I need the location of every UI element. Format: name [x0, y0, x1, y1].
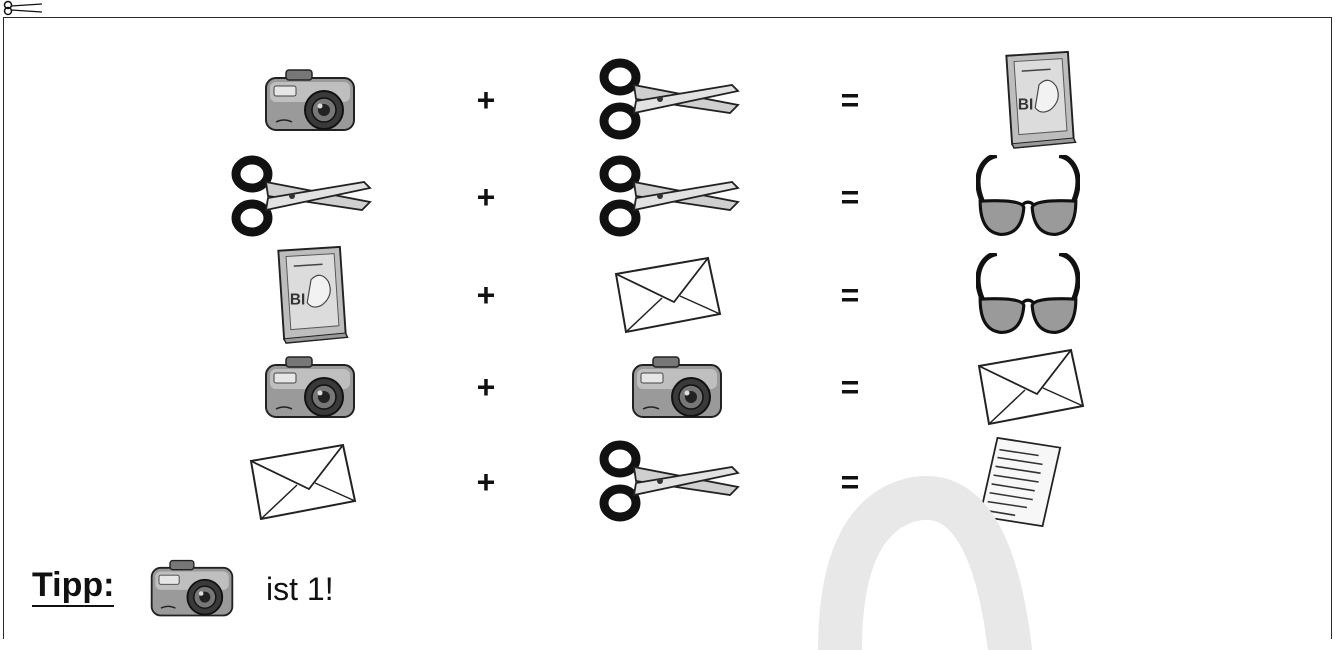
plus-sign: +: [466, 337, 506, 437]
equation-row-5: + =: [0, 432, 1335, 532]
tip-label: Tipp:: [32, 565, 114, 607]
tip-line: Tipp: ist 1!: [32, 555, 732, 625]
envelope-icon: [240, 432, 365, 532]
equals-sign: =: [830, 50, 870, 150]
equation-row-1: + =: [0, 50, 1335, 150]
scissors-icon: [590, 147, 750, 247]
scissors-icon: [222, 147, 382, 247]
book-icon: [262, 245, 362, 345]
equation-row-3: + =: [0, 245, 1335, 345]
camera-icon: [255, 50, 365, 150]
plus-sign: +: [466, 50, 506, 150]
envelope-icon: [968, 337, 1093, 437]
camera-icon: [144, 555, 240, 621]
equals-sign: =: [830, 432, 870, 532]
glasses-icon: [968, 245, 1088, 345]
plus-sign: +: [466, 147, 506, 247]
plus-sign: +: [466, 432, 506, 532]
camera-icon: [255, 337, 365, 437]
glasses-icon: [968, 147, 1088, 247]
equals-sign: =: [830, 245, 870, 345]
plus-sign: +: [466, 245, 506, 345]
equation-row-2: + =: [0, 147, 1335, 247]
tip-text: ist 1!: [266, 569, 334, 609]
book-icon: [990, 50, 1090, 150]
scissors-cut-icon: [2, 0, 46, 16]
equals-sign: =: [830, 147, 870, 247]
equation-row-4: + =: [0, 337, 1335, 437]
envelope-icon: [605, 245, 730, 345]
camera-icon: [622, 337, 732, 437]
equals-sign: =: [830, 337, 870, 437]
letter-icon: [970, 432, 1070, 532]
scissors-icon: [590, 432, 750, 532]
scissors-icon: [590, 50, 750, 150]
